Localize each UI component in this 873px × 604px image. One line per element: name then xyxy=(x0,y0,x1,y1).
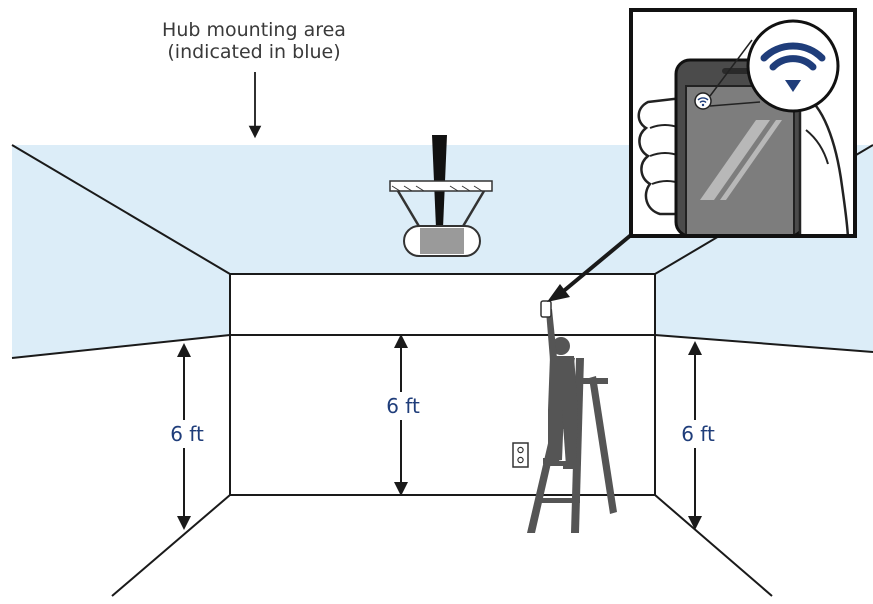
callout-line-1: Hub mounting area xyxy=(162,19,346,41)
phone-inset xyxy=(629,8,857,238)
wifi-icon xyxy=(746,19,840,113)
dimension-label-center: 6 ft xyxy=(386,394,420,418)
dimension-label-left: 6 ft xyxy=(170,422,204,446)
person-on-ladder-icon xyxy=(527,300,617,533)
callout-line-2: (indicated in blue) xyxy=(167,41,340,63)
inset-pointer xyxy=(547,233,633,302)
garage-door-opener-icon xyxy=(389,135,493,257)
dimension-labels: 6 ft 6 ft 6 ft xyxy=(160,392,720,448)
mounting-area-callout: Hub mounting area (indicated in blue) xyxy=(162,19,346,139)
wall-outlet-icon xyxy=(512,442,529,468)
dimension-label-right: 6 ft xyxy=(681,422,715,446)
